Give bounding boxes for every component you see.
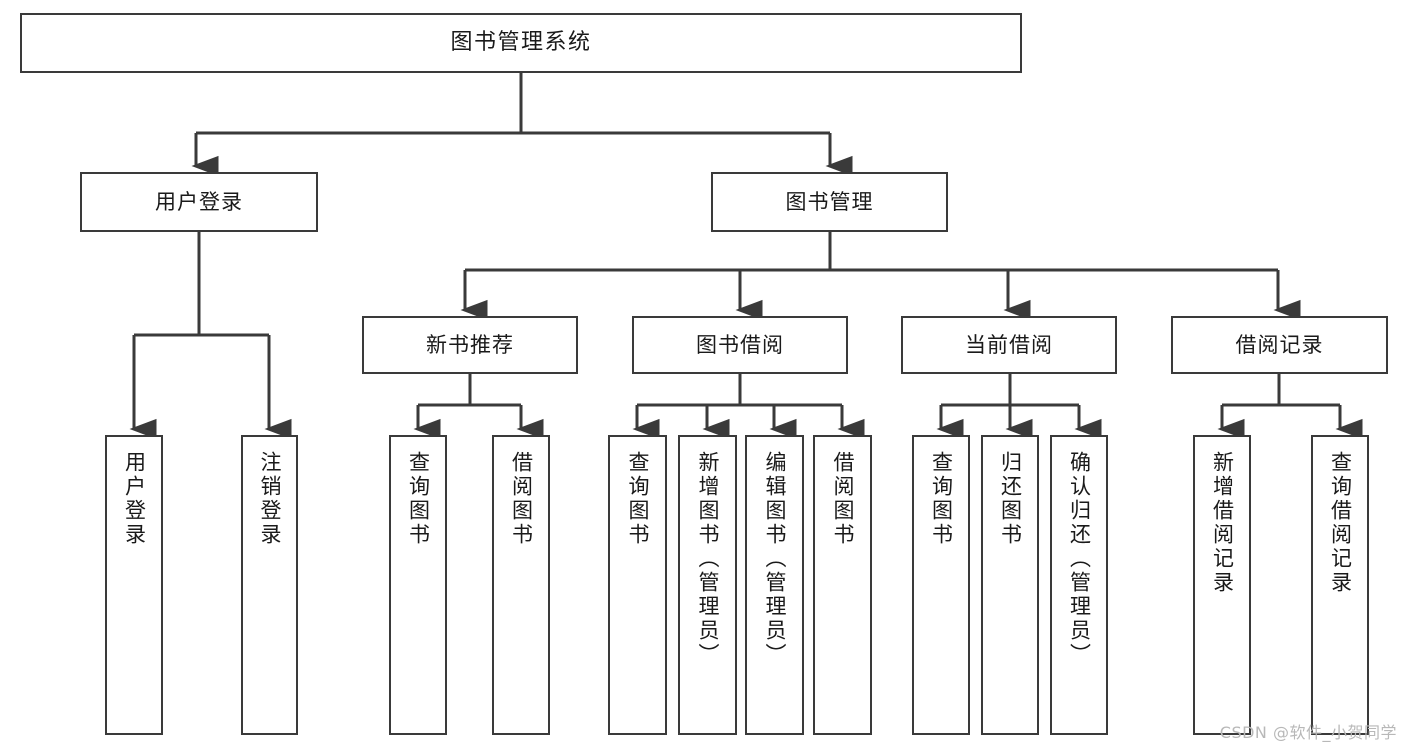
leaf-new-book-borrow[interactable]: 借阅图书 (492, 435, 550, 735)
leaf-borrow-edit-book[interactable]: 编辑图书（管理员） (745, 435, 804, 735)
leaf-new-book-query-label: 查询图书 (406, 451, 431, 547)
node-new-book-recommend-label: 新书推荐 (426, 332, 514, 357)
leaf-borrow-add-book[interactable]: 新增图书（管理员） (678, 435, 737, 735)
leaf-records-query[interactable]: 查询借阅记录 (1311, 435, 1369, 735)
node-book-borrow-label: 图书借阅 (696, 332, 784, 357)
node-book-management-label: 图书管理 (785, 189, 874, 214)
node-root-label: 图书管理系统 (450, 30, 592, 56)
node-book-management[interactable]: 图书管理 (711, 172, 948, 232)
node-user-login-label: 用户登录 (155, 189, 243, 214)
leaf-current-query[interactable]: 查询图书 (912, 435, 970, 735)
leaf-records-add[interactable]: 新增借阅记录 (1193, 435, 1251, 735)
leaf-borrow-edit-book-label: 编辑图书（管理员） (763, 451, 787, 667)
leaf-borrow-add-book-label: 新增图书（管理员） (696, 451, 720, 667)
leaf-records-query-label: 查询借阅记录 (1328, 451, 1353, 595)
leaf-borrow-borrow-book[interactable]: 借阅图书 (813, 435, 872, 735)
leaf-current-query-label: 查询图书 (929, 451, 954, 547)
leaf-current-return-label: 归还图书 (998, 451, 1023, 547)
leaf-borrow-borrow-book-label: 借阅图书 (831, 451, 855, 547)
leaf-logout-label: 注销登录 (258, 451, 282, 547)
leaf-borrow-query-label: 查询图书 (626, 451, 650, 547)
node-book-borrow[interactable]: 图书借阅 (632, 316, 848, 374)
leaf-logout[interactable]: 注销登录 (241, 435, 298, 735)
node-new-book-recommend[interactable]: 新书推荐 (362, 316, 578, 374)
leaf-current-confirm-return[interactable]: 确认归还（管理员） (1050, 435, 1108, 735)
node-current-borrow-label: 当前借阅 (965, 332, 1053, 357)
leaf-new-book-query[interactable]: 查询图书 (389, 435, 447, 735)
leaf-current-return[interactable]: 归还图书 (981, 435, 1039, 735)
node-user-login[interactable]: 用户登录 (80, 172, 318, 232)
leaf-new-book-borrow-label: 借阅图书 (509, 451, 534, 547)
leaf-records-add-label: 新增借阅记录 (1210, 451, 1235, 595)
watermark: CSDN @软件_小贺同学 (1219, 723, 1397, 742)
node-borrow-records[interactable]: 借阅记录 (1171, 316, 1388, 374)
leaf-user-login[interactable]: 用户登录 (105, 435, 163, 735)
node-root[interactable]: 图书管理系统 (20, 13, 1022, 73)
leaf-user-login-label: 用户登录 (122, 451, 147, 547)
node-current-borrow[interactable]: 当前借阅 (901, 316, 1117, 374)
leaf-current-confirm-return-label: 确认归还（管理员） (1067, 451, 1092, 667)
leaf-borrow-query[interactable]: 查询图书 (608, 435, 667, 735)
node-borrow-records-label: 借阅记录 (1235, 332, 1324, 357)
